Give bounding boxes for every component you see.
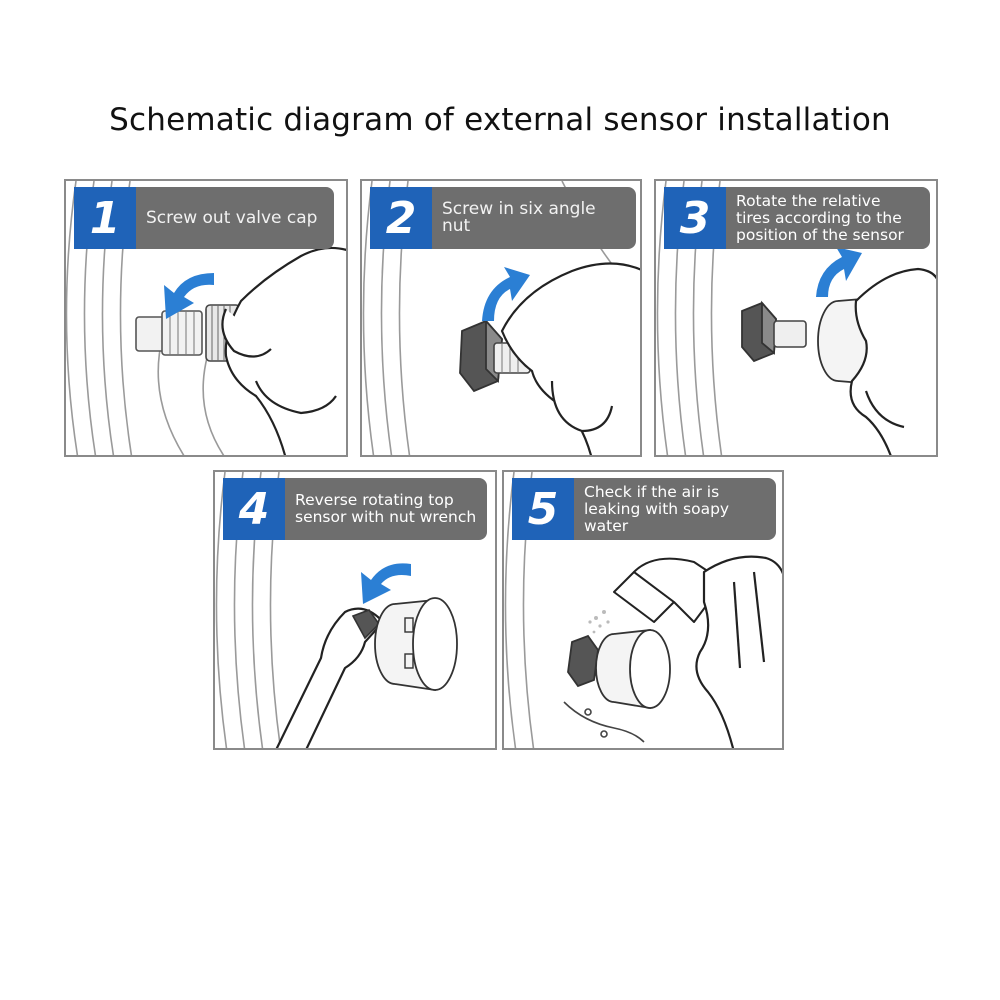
step-panel-5: 5 Check if the air is leaking with soapy… (502, 470, 784, 750)
step-panel-1: 1 Screw out valve cap (64, 179, 348, 457)
step-1-number: 1 (74, 187, 136, 249)
step-5-caption: Check if the air is leaking with soapy w… (574, 478, 776, 540)
step-2-number: 2 (370, 187, 432, 249)
step-panel-3: 3 Rotate the relative tires according to… (654, 179, 938, 457)
step-4-illustration (215, 472, 458, 748)
step-3-caption: Rotate the relative tires according to t… (726, 187, 930, 249)
step-4-number: 4 (223, 478, 285, 540)
diagram-title: Schematic diagram of external sensor ins… (109, 102, 891, 138)
step-3-illustration (656, 181, 936, 455)
step-5-illustration (504, 472, 782, 748)
step-1-caption: Screw out valve cap (136, 187, 334, 249)
step-panel-4: 4 Reverse rotating top sensor with nut w… (213, 470, 497, 750)
step-2-caption: Screw in six angle nut (432, 187, 636, 249)
step-3-number: 3 (664, 187, 726, 249)
step-4-caption: Reverse rotating top sensor with nut wre… (285, 478, 487, 540)
step-5-number: 5 (512, 478, 574, 540)
step-2-illustration (362, 181, 640, 455)
step-panel-2: 2 Screw in six angle nut (360, 179, 642, 457)
step-1-illustration (66, 181, 346, 455)
